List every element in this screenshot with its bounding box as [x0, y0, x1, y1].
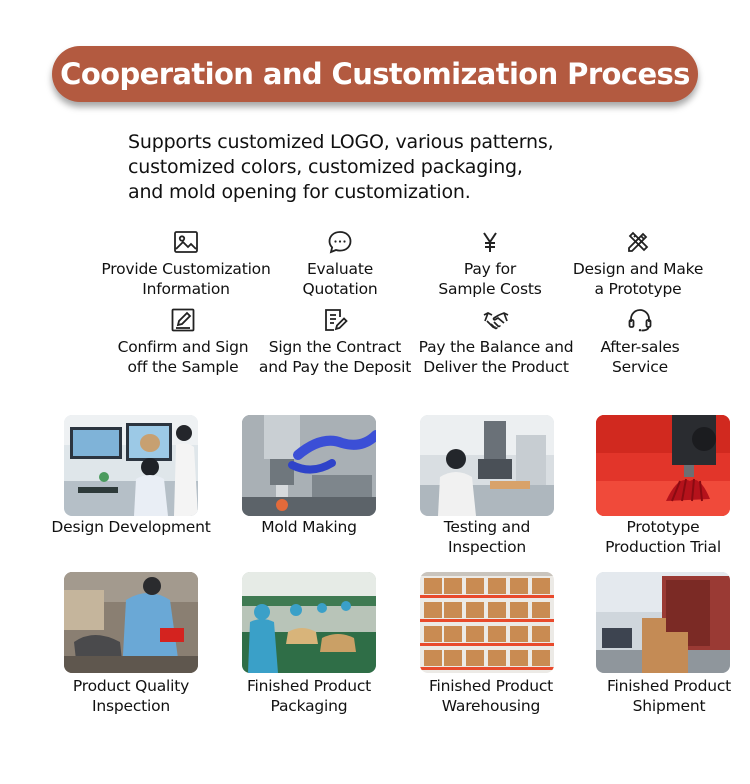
intro-line: Supports customized LOGO, various patter… — [128, 131, 554, 153]
packaging-photo — [242, 572, 376, 673]
stage-caption-line: Mold Making — [261, 518, 357, 536]
step-label: Sign the Contract — [268, 338, 402, 356]
stage-caption: Finished Product Shipment — [577, 676, 750, 716]
step-label: Design and Make — [572, 260, 704, 278]
step-label: Service — [612, 358, 668, 376]
stage-caption-line: Inspection — [447, 538, 527, 556]
stage-caption: Finished Product Warehousing — [399, 676, 583, 716]
intro-text: Supports customized LOGO, various patter… — [128, 130, 608, 205]
step-design-prototype: Design and Make a Prototype — [560, 228, 716, 299]
step-confirm-sample: Confirm and Sign off the Sample — [100, 306, 266, 377]
stage-caption: Prototype Production Trial — [571, 517, 750, 557]
stage-caption-line: Production Trial — [605, 538, 721, 556]
warehousing-photo — [420, 572, 554, 673]
headset-icon — [626, 306, 654, 334]
intro-line: and mold opening for customization. — [128, 181, 471, 203]
prototype-trial-photo — [596, 415, 730, 516]
step-label: Evaluate — [306, 260, 374, 278]
contract-sign-icon — [321, 306, 349, 334]
stage-caption-line: Inspection — [91, 697, 171, 715]
step-label: Deliver the Product — [423, 358, 569, 376]
image-icon — [172, 228, 200, 256]
mold-making-photo — [242, 415, 376, 516]
quality-inspection-photo — [64, 572, 198, 673]
step-label: Pay for — [463, 260, 517, 278]
step-label: Sample Costs — [438, 280, 542, 298]
step-label: Confirm and Sign — [117, 338, 249, 356]
step-after-sales: After-sales Service — [575, 306, 705, 377]
title-banner: Cooperation and Customization Process — [52, 46, 698, 102]
step-label: off the Sample — [127, 358, 239, 376]
step-pay-balance-deliver: Pay the Balance and Deliver the Product — [412, 306, 580, 377]
stage-caption: Testing and Inspection — [395, 517, 579, 557]
handshake-icon — [482, 306, 510, 334]
stage-caption: Design Development — [39, 517, 223, 537]
step-label: After-sales — [600, 338, 680, 356]
stage-caption-line: Packaging — [270, 697, 348, 715]
step-label: and Pay the Deposit — [258, 358, 412, 376]
step-pay-sample-costs: Pay for Sample Costs — [412, 228, 568, 299]
edit-square-icon — [169, 306, 197, 334]
yen-icon — [476, 228, 504, 256]
stage-caption-line: Prototype — [626, 518, 700, 536]
step-provide-information: Provide Customization Information — [86, 228, 286, 299]
step-label: Information — [142, 280, 230, 298]
step-label: Quotation — [302, 280, 378, 298]
stage-caption-line: Finished Product — [606, 677, 732, 695]
step-sign-contract: Sign the Contract and Pay the Deposit — [250, 306, 420, 377]
step-label: Pay the Balance and — [418, 338, 574, 356]
testing-inspection-photo — [420, 415, 554, 516]
stage-caption-line: Design Development — [51, 518, 211, 536]
stage-caption: Mold Making — [217, 517, 401, 537]
stage-caption-line: Warehousing — [441, 697, 541, 715]
intro-line: customized colors, customized packaging, — [128, 156, 523, 178]
stage-caption: Finished Product Packaging — [217, 676, 401, 716]
step-evaluate-quotation: Evaluate Quotation — [262, 228, 418, 299]
stage-caption-line: Shipment — [632, 697, 706, 715]
chat-icon — [326, 228, 354, 256]
stage-caption-line: Testing and — [443, 518, 531, 536]
step-label: Provide Customization — [101, 260, 271, 278]
design-tools-icon — [624, 228, 652, 256]
page-title: Cooperation and Customization Process — [60, 57, 690, 91]
stage-caption-line: Finished Product — [428, 677, 554, 695]
stage-caption-line: Product Quality — [72, 677, 190, 695]
step-label: a Prototype — [594, 280, 682, 298]
shipment-photo — [596, 572, 730, 673]
stage-caption-line: Finished Product — [246, 677, 372, 695]
design-development-photo — [64, 415, 198, 516]
stage-caption: Product Quality Inspection — [39, 676, 223, 716]
